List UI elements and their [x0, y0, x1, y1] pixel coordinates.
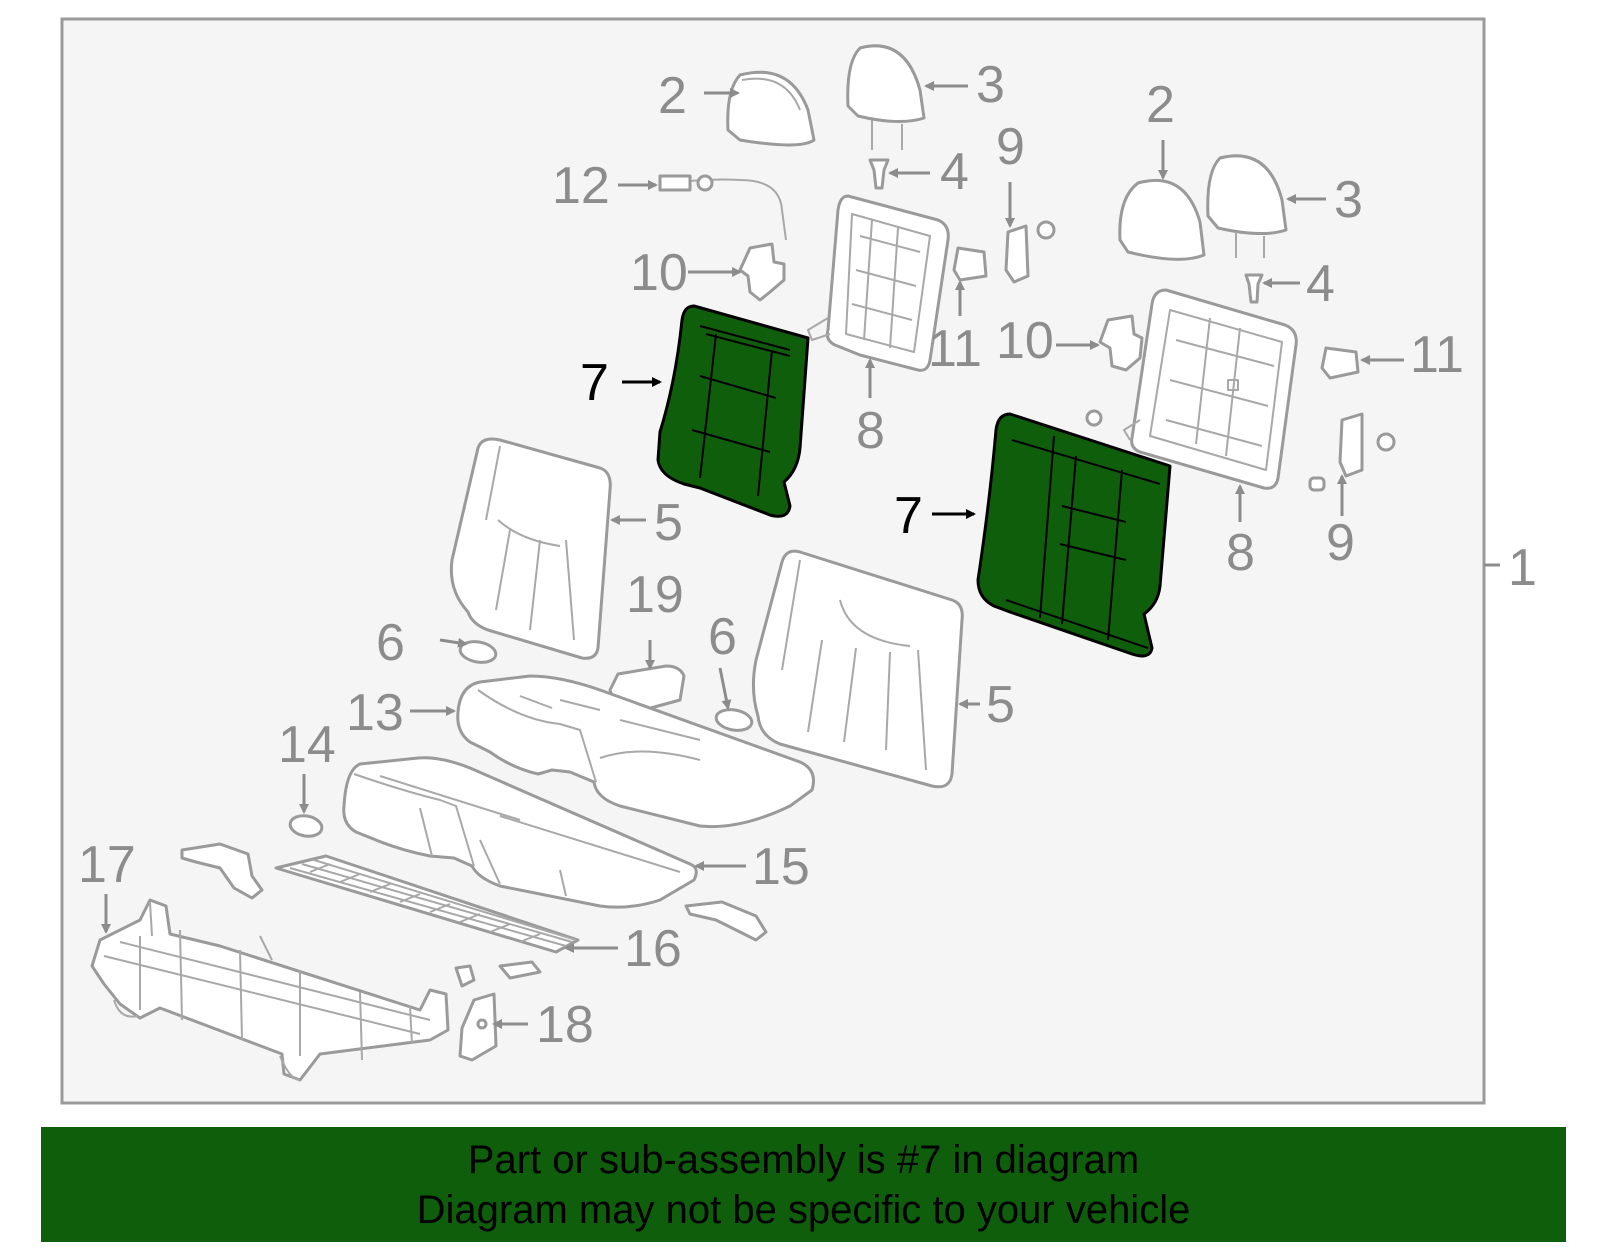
callout-8-left: 8 — [856, 402, 885, 460]
callout-10-left: 10 — [630, 244, 688, 302]
grommet-14[interactable] — [288, 813, 324, 838]
release-cable-12[interactable] — [658, 174, 787, 241]
info-banner: Part or sub-assembly is #7 in diagram Di… — [41, 1127, 1566, 1242]
callout-11-right: 11 — [1410, 326, 1464, 384]
bracket-10-right[interactable] — [1098, 314, 1144, 372]
grommet-6-left[interactable] — [458, 639, 498, 665]
headrest-2-left[interactable] — [726, 70, 816, 147]
banner-line-1: Part or sub-assembly is #7 in diagram — [467, 1138, 1140, 1182]
spring-mat-16[interactable] — [274, 854, 580, 954]
callout-16: 16 — [624, 920, 682, 978]
hinge-cover-9-right[interactable] — [1085, 409, 1396, 492]
callout-7-left: 7 — [580, 354, 609, 412]
seatback-cover-5-left[interactable] — [449, 437, 612, 660]
seatback-pad-7-right[interactable] — [976, 412, 1172, 658]
bracket-18[interactable] — [454, 960, 542, 1062]
callout-15: 15 — [752, 838, 810, 896]
headrest-3-left[interactable] — [846, 44, 926, 150]
callout-4-right: 4 — [1306, 255, 1335, 313]
seatback-frame-8-right[interactable] — [1123, 288, 1298, 490]
callout-2-left: 2 — [658, 67, 687, 125]
clip-11-right[interactable] — [1320, 346, 1360, 380]
callout-3-right: 3 — [1334, 171, 1363, 229]
headrest-3-right[interactable] — [1206, 154, 1288, 258]
seat-frame-17[interactable] — [90, 898, 450, 1082]
callout-11-left: 11 — [928, 320, 982, 378]
banner-line-2: Diagram may not be specific to your vehi… — [416, 1188, 1191, 1232]
cushion-pad-15[interactable] — [342, 756, 698, 909]
callout-6-left: 6 — [376, 614, 405, 672]
callout-13: 13 — [346, 684, 404, 742]
callout-6-right: 6 — [708, 608, 737, 666]
callout-1: 1 — [1508, 539, 1537, 597]
grommet-6-right[interactable] — [714, 707, 754, 733]
callout-19: 19 — [626, 566, 684, 624]
callout-12: 12 — [552, 157, 610, 215]
callout-14: 14 — [278, 716, 336, 774]
callout-7-right: 7 — [894, 487, 923, 545]
callout-17: 17 — [78, 836, 136, 894]
callout-5-right: 5 — [986, 676, 1015, 734]
clip-11-left[interactable] — [952, 246, 988, 282]
callout-9-right: 9 — [1326, 514, 1355, 572]
seatback-pad-7-left[interactable] — [656, 304, 810, 518]
callout-10-right: 10 — [996, 312, 1054, 370]
seatback-frame-8-left[interactable] — [807, 194, 950, 372]
headrest-2-right[interactable] — [1118, 178, 1206, 261]
seatback-cover-5-right[interactable] — [751, 549, 964, 789]
callout-2-right: 2 — [1146, 76, 1175, 134]
callout-5-left: 5 — [654, 494, 683, 552]
bracket-10-left[interactable] — [738, 242, 786, 302]
headrest-guide-4-left[interactable] — [868, 158, 890, 190]
clip-bracket-left[interactable] — [180, 842, 264, 900]
callout-9-left: 9 — [996, 118, 1025, 176]
callout-8-right: 8 — [1226, 524, 1255, 582]
headrest-guide-4-right[interactable] — [1244, 273, 1264, 304]
callout-18: 18 — [536, 996, 594, 1054]
cushion-cover-13[interactable] — [456, 674, 815, 829]
callout-3-left: 3 — [976, 56, 1005, 114]
callout-4-left: 4 — [940, 143, 969, 201]
clip-bracket-right[interactable] — [684, 900, 768, 942]
hinge-cover-9-left[interactable] — [1004, 220, 1056, 284]
leader-lines — [101, 81, 1404, 1029]
